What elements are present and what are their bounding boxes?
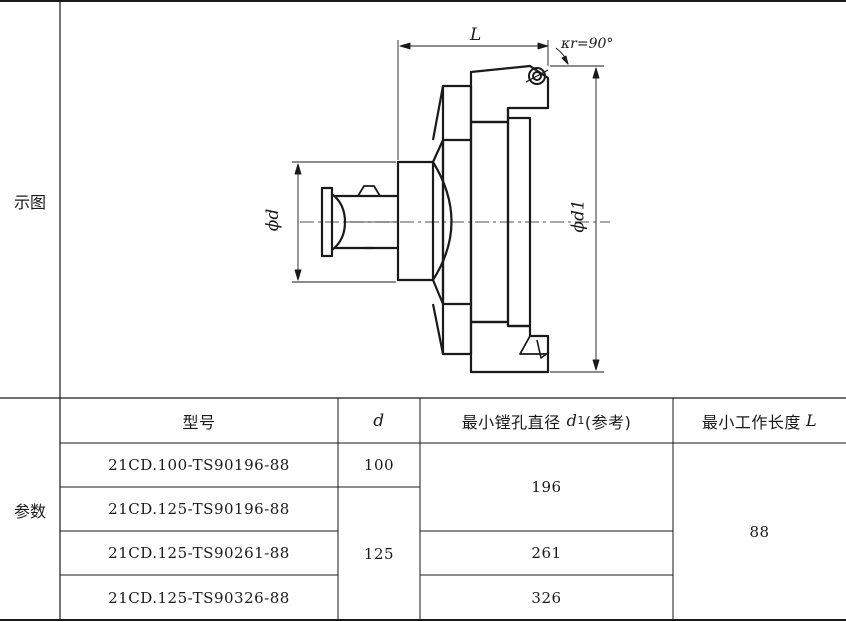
header-model: 型号 bbox=[182, 412, 216, 432]
tool-body bbox=[469, 64, 550, 374]
table-cell-d: 100 bbox=[363, 456, 395, 474]
flange bbox=[396, 84, 473, 356]
header-d: d bbox=[373, 410, 385, 431]
table-cell-d1: 326 bbox=[531, 588, 562, 607]
label-L: L bbox=[470, 25, 482, 45]
label-phi-d1: ϕd1 bbox=[568, 199, 589, 233]
dimension-L bbox=[397, 40, 549, 160]
header-min-length-symbol: L bbox=[805, 411, 818, 430]
table-row-model: 21CD.100-TS90196-88 bbox=[108, 456, 290, 474]
label-kr: κr=90° bbox=[561, 36, 614, 52]
table-cell-L-merged: 88 bbox=[749, 522, 770, 541]
insert-screw bbox=[525, 67, 549, 85]
header-min-bore: 最小镗孔直径 d 1 (参考) bbox=[420, 398, 673, 443]
kr-leader bbox=[555, 47, 569, 65]
table-row-model: 21CD.125-TS90196-88 bbox=[108, 500, 290, 518]
table-cell-d1: 261 bbox=[531, 544, 562, 562]
shank bbox=[320, 185, 398, 258]
params-row-label: 参数 bbox=[13, 502, 46, 521]
header-min-bore-text: 最小镗孔直径 bbox=[461, 412, 561, 432]
dimension-d1 bbox=[550, 65, 604, 373]
header-min-bore-subscript: 1 bbox=[577, 414, 585, 427]
dimension-d bbox=[292, 161, 396, 283]
diagram-row-label: 示图 bbox=[13, 193, 46, 212]
table-cell-d1-merged: 196 bbox=[531, 478, 562, 496]
table-row-model: 21CD.125-TS90326-88 bbox=[108, 588, 290, 607]
header-min-bore-note: (参考) bbox=[584, 412, 632, 432]
label-phi-d: ϕd bbox=[263, 208, 284, 232]
header-min-length-text: 最小工作长度 bbox=[701, 412, 801, 432]
header-min-bore-symbol: d bbox=[566, 411, 578, 430]
boring-tool-drawing bbox=[292, 40, 610, 374]
table-cell-d-merged: 125 bbox=[363, 544, 395, 563]
table-row-model: 21CD.125-TS90261-88 bbox=[108, 544, 290, 562]
header-min-length: 最小工作长度 L bbox=[673, 398, 846, 443]
